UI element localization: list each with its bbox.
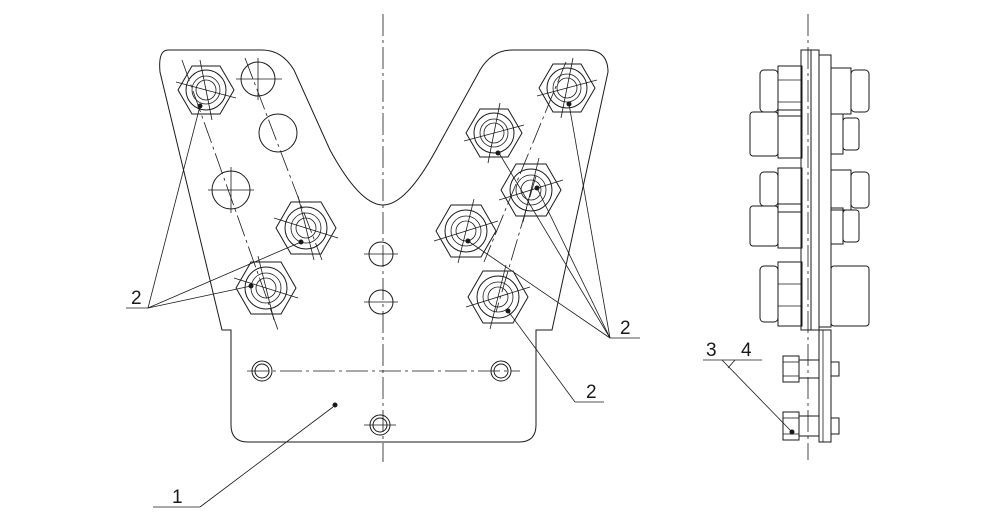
side-plate-lower bbox=[818, 329, 832, 443]
side-lower-fastener-1 bbox=[782, 355, 840, 383]
side-bolt-row-1 bbox=[749, 65, 870, 159]
center-holes bbox=[364, 241, 398, 315]
label-1: 1 bbox=[172, 487, 183, 508]
side-plate-mid bbox=[810, 49, 820, 331]
hex-nut-right-top bbox=[536, 57, 598, 119]
hex-nut-right-lower bbox=[433, 198, 499, 264]
label-2-right-lower: 2 bbox=[586, 382, 597, 403]
right-arm-axis-2 bbox=[495, 175, 537, 313]
plain-holes-left-arm bbox=[208, 58, 298, 213]
hex-nut-right-bottom bbox=[465, 264, 531, 330]
right-arm-axis-1 bbox=[483, 61, 567, 263]
plate-marker-dot bbox=[332, 402, 338, 408]
leader-line-right-lower-2 bbox=[507, 310, 604, 403]
leader-lines-right-2 bbox=[467, 103, 640, 339]
side-view: 3 4 bbox=[703, 14, 870, 460]
label-2-left: 2 bbox=[131, 288, 142, 309]
label-4: 4 bbox=[741, 340, 752, 361]
side-plate-right bbox=[818, 54, 832, 328]
label-3: 3 bbox=[706, 340, 717, 361]
hex-nut-left-bottom bbox=[233, 255, 299, 321]
leader-line-3-4 bbox=[703, 359, 793, 433]
leader-line-1 bbox=[153, 406, 334, 508]
hex-nut-right-upper bbox=[463, 102, 525, 164]
side-bolt-row-2 bbox=[749, 167, 870, 249]
front-view: 2 2 2 1 bbox=[126, 14, 640, 508]
leader-lines-left-2 bbox=[126, 105, 302, 309]
label-2-right-upper: 2 bbox=[620, 318, 631, 339]
hex-nut-left-middle bbox=[273, 195, 339, 261]
hex-nut-right-middle bbox=[498, 157, 564, 223]
mounting-holes bbox=[251, 360, 512, 436]
side-bolt-row-3 bbox=[759, 261, 870, 327]
plate-outline bbox=[159, 49, 609, 443]
